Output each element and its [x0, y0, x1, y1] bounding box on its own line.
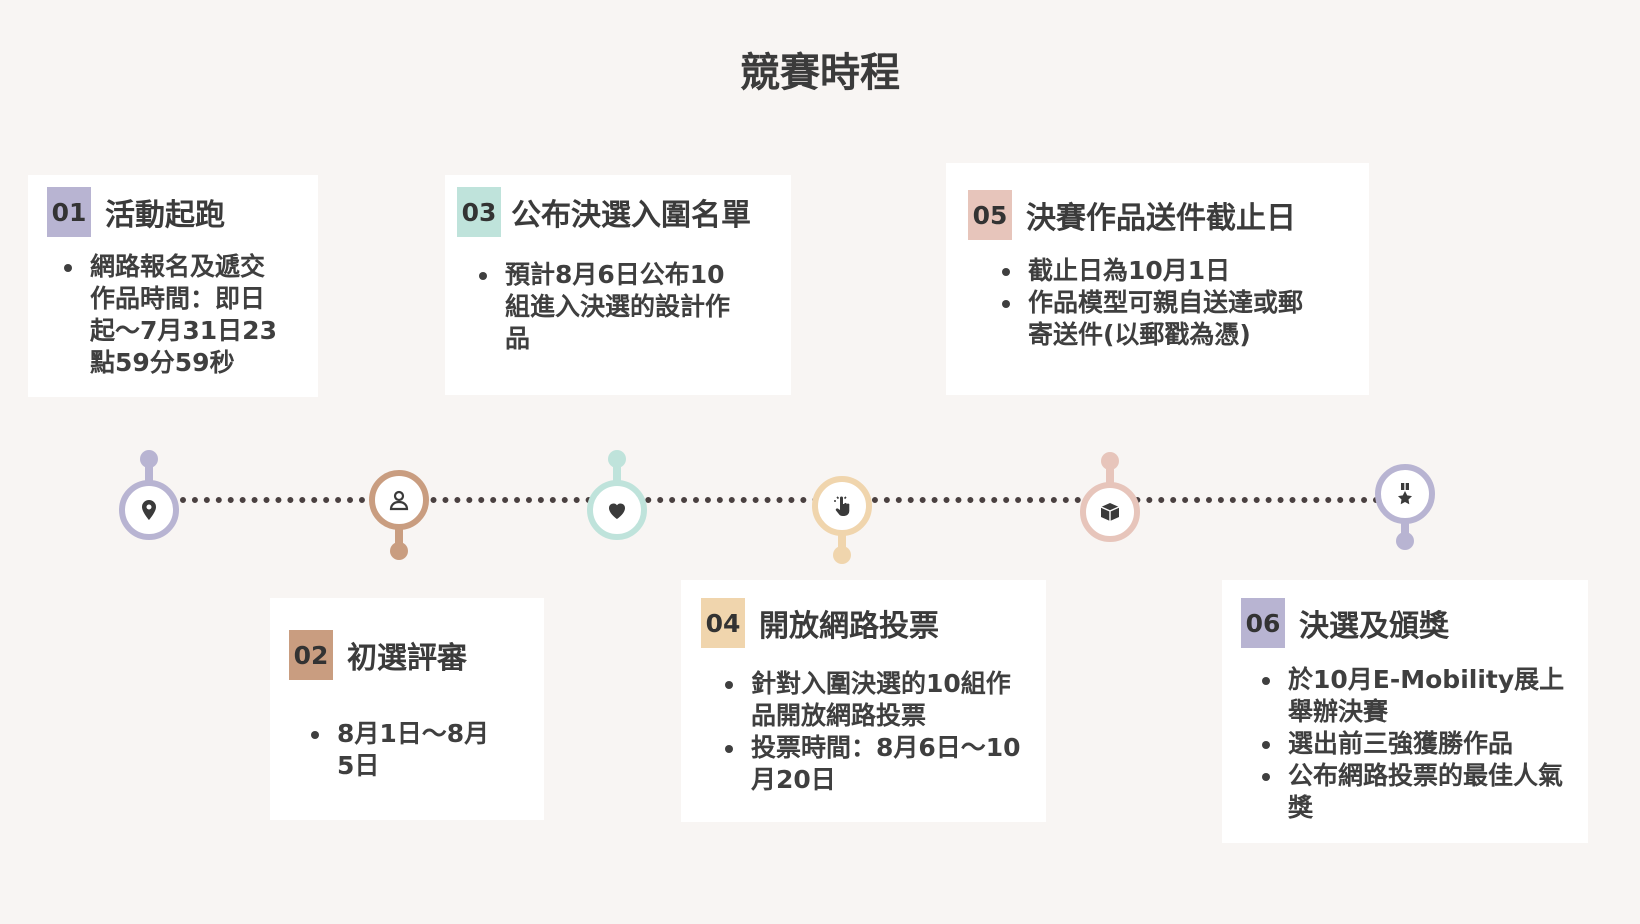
marker-knob — [1396, 532, 1414, 550]
page-title: 競賽時程 — [740, 50, 900, 96]
step-number-badge: 01 — [47, 187, 91, 237]
step-items: 8月1日～8月5日 — [305, 718, 503, 782]
location-pin-icon — [142, 500, 156, 520]
step-card-05: 05 決賽作品送件截止日 截止日為10月1日 作品模型可親自送達或郵寄送件(以郵… — [946, 163, 1369, 395]
marker-knob — [140, 450, 158, 468]
marker-ring — [1080, 482, 1140, 542]
step-items: 網路報名及遞交作品時間：即日起～7月31日23點59分59秒 — [58, 251, 286, 379]
marker-knob — [608, 450, 626, 468]
step-number-badge: 02 — [289, 630, 333, 680]
step-number-badge: 04 — [701, 598, 745, 648]
marker-ring — [369, 470, 429, 530]
timeline-line — [180, 497, 1380, 503]
marker-knob — [1101, 452, 1119, 470]
step-title: 開放網路投票 — [759, 609, 939, 644]
marker-stem — [395, 528, 403, 550]
step-card-header: 05 決賽作品送件截止日 — [968, 190, 1296, 240]
step-title: 決選及頒獎 — [1299, 609, 1449, 644]
box-icon — [1100, 503, 1120, 521]
step-item: 選出前三強獲勝作品 — [1284, 728, 1574, 760]
step-item: 預計8月6日公布10組進入決選的設計作品 — [501, 259, 741, 355]
step-items: 截止日為10月1日 作品模型可親自送達或郵寄送件(以郵戳為憑) — [996, 255, 1324, 351]
heart-icon — [609, 503, 625, 519]
step-items: 針對入圍決選的10組作品開放網路投票 投票時間：8月6日～10月20日 — [719, 668, 1027, 796]
marker-knob — [833, 546, 851, 564]
marker-ring — [119, 480, 179, 540]
step-card-header: 02 初選評審 — [289, 630, 467, 680]
step-card-04: 04 開放網路投票 針對入圍決選的10組作品開放網路投票 投票時間：8月6日～1… — [681, 580, 1046, 822]
step-item: 公布網路投票的最佳人氣獎 — [1284, 760, 1574, 824]
marker-stem — [838, 534, 846, 556]
step-card-06: 06 決選及頒獎 於10月E-Mobility展上舉辦決賽 選出前三強獲勝作品 … — [1222, 580, 1588, 843]
marker-ring — [587, 480, 647, 540]
pointer-click-icon — [834, 496, 850, 516]
step-item: 網路報名及遞交作品時間：即日起～7月31日23點59分59秒 — [86, 251, 286, 379]
step-number-badge: 06 — [1241, 598, 1285, 648]
medal-icon — [1398, 483, 1412, 505]
step-title: 初選評審 — [347, 641, 467, 676]
marker-ring — [1375, 464, 1435, 524]
step-item: 8月1日～8月5日 — [333, 718, 503, 782]
user-icon — [389, 490, 409, 511]
step-card-02: 02 初選評審 8月1日～8月5日 — [270, 598, 544, 820]
step-items: 於10月E-Mobility展上舉辦決賽 選出前三強獲勝作品 公布網路投票的最佳… — [1256, 664, 1574, 824]
marker-stem — [145, 462, 153, 484]
step-item: 截止日為10月1日 — [1024, 255, 1324, 287]
step-card-01: 01 活動起跑 網路報名及遞交作品時間：即日起～7月31日23點59分59秒 — [28, 175, 318, 397]
step-items: 預計8月6日公布10組進入決選的設計作品 — [473, 259, 741, 355]
step-item: 於10月E-Mobility展上舉辦決賽 — [1284, 664, 1574, 728]
marker-ring — [812, 476, 872, 536]
step-item: 投票時間：8月6日～10月20日 — [747, 732, 1027, 796]
step-title: 決賽作品送件截止日 — [1026, 201, 1296, 236]
step-title: 活動起跑 — [105, 198, 225, 233]
step-number-badge: 03 — [457, 187, 501, 237]
step-title: 公布決選入圍名單 — [511, 198, 751, 233]
step-item: 作品模型可親自送達或郵寄送件(以郵戳為憑) — [1024, 287, 1324, 351]
step-card-header: 06 決選及頒獎 — [1241, 598, 1449, 648]
step-number-badge: 05 — [968, 190, 1012, 240]
step-card-header: 01 活動起跑 — [47, 187, 225, 237]
step-card-03: 03 公布決選入圍名單 預計8月6日公布10組進入決選的設計作品 — [445, 175, 791, 395]
marker-knob — [390, 542, 408, 560]
step-card-header: 03 公布決選入圍名單 — [457, 187, 751, 237]
marker-stem — [613, 462, 621, 484]
step-card-header: 04 開放網路投票 — [701, 598, 939, 648]
step-item: 針對入圍決選的10組作品開放網路投票 — [747, 668, 1027, 732]
marker-stem — [1106, 464, 1114, 486]
